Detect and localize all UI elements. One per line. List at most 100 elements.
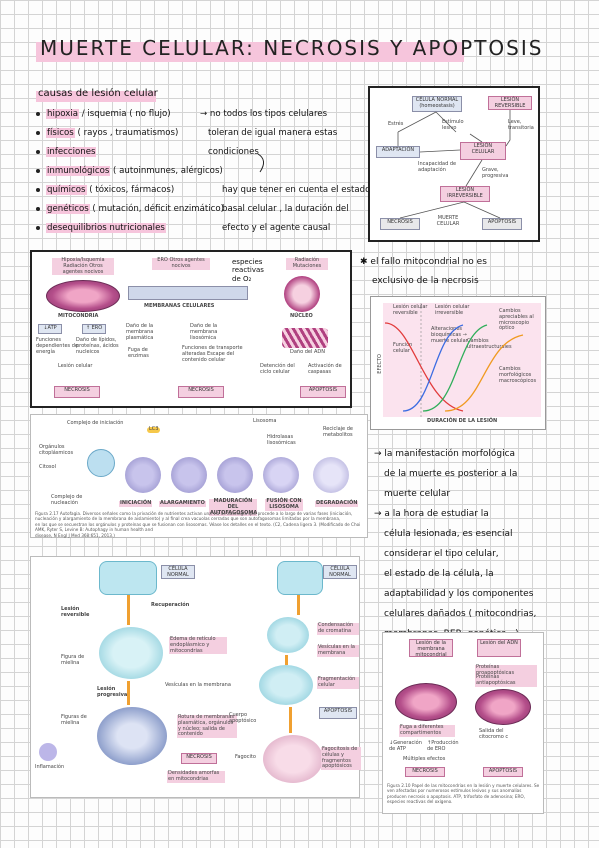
cause-item: físicos ( rayos , traumatismos) (36, 127, 178, 140)
note-line: condiciones (208, 147, 259, 157)
flow-arrows-icon (397, 110, 511, 219)
box-apoptosis: APOPTOSIS (319, 707, 357, 719)
box-apoptosis: APOPTOSIS (483, 767, 523, 777)
step-maturation: MADURACIÓN DEL AUTOFAGOSOMA (209, 498, 258, 517)
label-function: Función celular (393, 342, 413, 354)
label-leak: Fuga a diferentes compartimentos (399, 724, 455, 737)
causes-heading: causas de lesión celular (38, 88, 158, 99)
timeline-plot-area (383, 303, 541, 417)
right-note-line: → la manifestación morfológica (374, 449, 516, 459)
label-nucleus: NÚCLEO (290, 313, 313, 319)
figure-cell-injury-flow: CÉLULA NORMAL (homeostasis) LESIÓN REVER… (368, 86, 540, 242)
box-necrosis-1: NECROSIS (54, 386, 100, 398)
label-cell-injury: Lesión celular (58, 363, 93, 369)
label-transport: Funciones de transporte alteradas Escape… (182, 345, 243, 363)
box-normal-left: CÉLULA NORMAL (161, 565, 195, 579)
vesicle-image (87, 449, 115, 477)
box-cell-injury: LESIÓN CELULAR (460, 142, 506, 160)
box-normal-right: CÉLULA NORMAL (323, 565, 357, 579)
membrane-image (128, 286, 248, 300)
box-necrosis: NECROSIS (181, 753, 217, 764)
phagophore-image (125, 457, 161, 493)
necrotic-cell-image (97, 707, 167, 765)
figure-necrosis-apoptosis: CÉLULA NORMAL CÉLULA NORMAL Lesión rever… (30, 556, 361, 798)
title-highlight (36, 42, 464, 62)
label-functions: Funciones dependientes de energía (36, 337, 78, 355)
label-damage-lysosome: Daño de la membrana lisosómica (190, 323, 218, 341)
fusion-image (263, 457, 299, 493)
right-note-line: celulares dañados ( mitocondrias, (384, 609, 537, 619)
fragmenting-cell-image (259, 665, 313, 705)
label-myelin-figures: Figuras de mielina (61, 714, 87, 726)
autophagosome-image (217, 457, 253, 493)
cause-item: químicos ( tóxicos, fármacos) (36, 184, 174, 197)
arrow-down-icon (289, 707, 292, 733)
label-cycle-arrest: Detención del ciclo celular (260, 363, 295, 375)
label-apoptotic-body: Cuerpo apoptósico (229, 712, 257, 724)
box-apoptosis: APOPTOSIS (300, 386, 346, 398)
cause-item: desequilibrios nutricionales (36, 222, 166, 235)
mitochondria-right-image (475, 689, 531, 725)
label-caspases: Activación de caspasas (308, 363, 342, 375)
cause-item: hipoxia / isquemia ( no flujo) (36, 108, 171, 121)
label-stimulus: Estímulo lesivo (442, 119, 464, 131)
note-line: → no todos los tipos celulares (200, 109, 328, 119)
label-col1-top: Hipoxia/Isquemia Radiación Otros agentes… (52, 257, 114, 276)
label-hydrolases: Hidrolasas lisosómicas (267, 434, 296, 446)
mitochondria-caption: Figura 2.10 Papel de las mitocondrias en… (387, 783, 540, 805)
cause-item: infecciones (36, 146, 97, 159)
label-inflammation: Inflamación (35, 764, 65, 770)
label-col2-top: ERO Otros agentes nocivos (152, 257, 210, 270)
box-atp: ↓ATP (38, 324, 62, 334)
label-membrane-blebs: Vesículas en la membrana (165, 682, 231, 688)
normal-cell-left-image (99, 561, 157, 595)
mitochondria-image (46, 280, 120, 312)
timeline-curves (384, 303, 524, 417)
figure-injury-timeline: Lesión celular reversible Lesión celular… (370, 296, 546, 430)
box-necrosis-2: NECROSIS (178, 386, 224, 398)
label-mild: Leve, transitoria (508, 119, 534, 131)
right-note-line: de la muerte es posterior a la (384, 469, 518, 479)
right-note-line: adaptabilidad y los componentes (384, 589, 534, 599)
label-irreversible: Lesión celular irreversible (435, 304, 470, 316)
elongation-image (171, 457, 207, 493)
curve-arrow-icon (257, 153, 264, 173)
figure-mitochondria-role: Lesión de la membrana mitocondrial Lesió… (382, 632, 544, 814)
step-initiation: INICIACIÓN (119, 500, 153, 507)
figure-injury-mechanisms: Hipoxia/Isquemia Radiación Otros agentes… (30, 250, 352, 408)
label-edema: Edema de retículo endoplásmico y mitocon… (169, 636, 227, 655)
label-nucleation-complex: Complejo de nucleación (51, 494, 83, 506)
label-organelles: Orgánulos citoplásmicos (39, 444, 74, 456)
label-cytosol: Citosol (39, 464, 56, 470)
label-recovery: Recuperación (151, 602, 190, 608)
arrow-down-icon (297, 595, 300, 615)
label-amorphous: Densidades amorfas en mitocondrias (167, 770, 225, 783)
label-multiple-effects: Múltiples efectos (403, 756, 446, 762)
dna-image (282, 328, 328, 348)
note-line: efecto y el agente causal (222, 223, 331, 233)
inflammatory-cell-image (39, 743, 57, 761)
step-degradation: DEGRADACIÓN (315, 500, 359, 507)
phagocyte-image (263, 735, 323, 783)
label-progressive-injury: Lesión progresiva (97, 686, 128, 698)
mito-note-line: ✱ el fallo mitocondrial no es (360, 257, 487, 267)
note-line: hay que tener en cuenta el estado (222, 185, 371, 195)
label-duration: DURACIÓN DE LA LESIÓN (427, 418, 498, 424)
label-recycling: Reciclaje de metabolitos (323, 426, 353, 438)
box-necrosis: NECROSIS (405, 767, 445, 777)
arrow-down-icon (127, 595, 130, 625)
figure-autophagy: Complejo de iniciación Orgánulos citoplá… (30, 414, 368, 538)
label-dna-damage: Daño del ADN (290, 349, 325, 355)
label-mitochondria: MITOCONDRIA (58, 313, 99, 319)
arrow-down-icon (127, 681, 130, 705)
apoptotic-cell-image (267, 617, 309, 653)
right-note-line: → a la hora de estudiar la (374, 509, 489, 519)
label-antiapoptotic: Proteínas antiapoptósicas (475, 674, 537, 687)
label-cell-death: MUERTE CELULAR (436, 215, 460, 227)
label-macroscopic: Cambios morfológicos macroscópicos (499, 366, 537, 384)
label-blebs-right: Vesículas en la membrana (317, 644, 359, 657)
label-biochemical: Alteraciones bioquímicas → muerte celula… (431, 326, 468, 344)
label-phagocytosis: Fagocitosis de células y fragmentos apop… (321, 746, 361, 770)
note-line: toleran de igual manera estas (208, 128, 338, 138)
